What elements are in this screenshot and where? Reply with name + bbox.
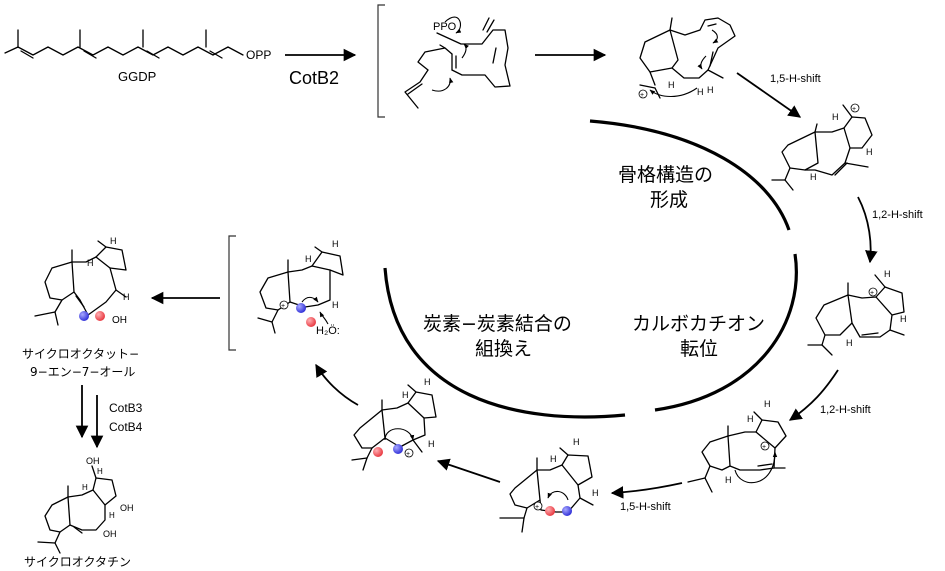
- water-attack-intermediate: H H H + H₂Ö:: [228, 235, 344, 351]
- h-label: H: [87, 258, 94, 268]
- plus-sign: +: [762, 444, 766, 451]
- h-label: H: [82, 483, 88, 492]
- carbocation-charge: [404, 448, 414, 458]
- h-label: H: [810, 172, 817, 182]
- oh-label: OH: [86, 456, 100, 466]
- product1-name-line2: 9−エン−7−オール: [30, 365, 135, 379]
- carbocation-charge: [279, 300, 289, 310]
- tricyclic-intermediate-b: H H H +: [807, 269, 907, 356]
- h-label: H: [573, 437, 580, 447]
- oh-label: OH: [103, 529, 117, 539]
- opp-label: OPP: [246, 48, 271, 62]
- h-label: H: [725, 475, 732, 485]
- blue-atom-marker: [296, 303, 306, 313]
- shift4-arrow: [610, 482, 683, 499]
- shift1-label: 1,5-H-shift: [770, 73, 821, 85]
- h-label: H: [332, 300, 339, 310]
- h-label: H: [550, 454, 557, 464]
- red-atom-marker: [373, 447, 383, 457]
- h-label: H: [123, 292, 130, 302]
- oh-label: OH: [120, 503, 134, 513]
- cotb2-label: CotB2: [289, 68, 339, 88]
- ppo-label: PPO: [433, 21, 457, 33]
- shift3-arrow: [788, 369, 839, 421]
- cotb3-label: CotB3: [109, 401, 143, 415]
- h-label: H: [592, 488, 599, 498]
- shift2-label: 1,2-H-shift: [872, 209, 923, 221]
- cycle-arc-left: [383, 267, 626, 419]
- product1-name-line1: サイクロオクタット−: [22, 347, 139, 361]
- phase-cc-line1: 炭素−炭素結合の: [423, 313, 572, 335]
- h-label: H: [707, 85, 714, 95]
- cyclooctatin-structure: OH OH OH H H H サイクロオクタチン: [24, 456, 134, 569]
- h-label: H: [884, 269, 891, 279]
- h-label: H: [97, 467, 103, 476]
- cycle-ellipse: [383, 119, 798, 419]
- oh-label: OH: [112, 315, 127, 326]
- water-label: H₂Ö:: [316, 325, 340, 337]
- h-label: H: [846, 338, 853, 348]
- carbocation-charge: [638, 89, 648, 99]
- tricyclic-intermediate-c: H H H +: [687, 399, 787, 493]
- red-atom-marker: [545, 506, 555, 516]
- tricyclic-intermediate-a: H H H +: [771, 103, 873, 191]
- left-bracket: [377, 4, 385, 118]
- h-label: H: [305, 254, 312, 264]
- phase-carbocation-line1: カルボカチオン: [632, 313, 765, 335]
- carbocation-charge: [533, 501, 543, 511]
- ggdp-structure: OPP GGDP: [4, 29, 271, 84]
- carbocation-charge: [868, 287, 878, 297]
- shift3-label: 1,2-H-shift: [820, 404, 871, 416]
- carbocation-charge: [760, 441, 770, 451]
- curly-arrow: [444, 16, 462, 34]
- cyclooctatenol-structure: H H H OH サイクロオクタット− 9−エン−7−オール: [22, 236, 139, 379]
- carbocation-charge: [850, 103, 860, 113]
- h-label: H: [402, 390, 409, 400]
- bicyclic-cation: H H H +: [638, 17, 736, 99]
- plus-sign: +: [852, 106, 856, 113]
- plus-sign: +: [640, 92, 644, 99]
- h-label: H: [424, 377, 431, 387]
- blue-atom-marker: [393, 444, 403, 454]
- plus-sign: +: [406, 451, 410, 458]
- phase-skeleton-line1: 骨格構造の: [618, 164, 713, 186]
- shift1-arrow: [736, 72, 802, 118]
- tricyclic-intermediate-e: H H H +: [351, 377, 437, 471]
- plus-sign: +: [870, 290, 874, 297]
- h-label: H: [332, 239, 339, 249]
- step-arrow: [315, 363, 359, 406]
- tricyclic-intermediate-d: H H H +: [499, 437, 599, 533]
- phase-carbocation-line2: 転位: [680, 338, 718, 360]
- ppo-intermediate: PPO: [377, 4, 511, 118]
- h-label: H: [900, 314, 907, 324]
- step-arrow: [436, 458, 501, 483]
- cycle-arc-right: [654, 253, 798, 412]
- h-label: H: [109, 511, 115, 520]
- phase-skeleton-line2: 形成: [650, 189, 688, 211]
- red-atom-marker: [95, 311, 105, 321]
- plus-sign: +: [281, 303, 285, 310]
- cotb4-label: CotB4: [109, 420, 143, 434]
- blue-atom-marker: [79, 311, 89, 321]
- h-label: H: [110, 236, 117, 246]
- cycle-arc-top: [589, 119, 791, 231]
- plus-sign: +: [535, 504, 539, 511]
- h-label: H: [697, 87, 704, 97]
- ggdp-label: GGDP: [118, 69, 156, 84]
- shift2-arrow: [857, 196, 878, 264]
- h-label: H: [428, 439, 435, 449]
- shift4-label: 1,5-H-shift: [620, 501, 671, 513]
- phase-cc-line2: 組換え: [475, 338, 532, 360]
- h-label: H: [832, 112, 839, 122]
- h-label: H: [668, 80, 675, 90]
- red-atom-marker: [306, 317, 316, 327]
- product2-name: サイクロオクタチン: [24, 555, 131, 569]
- h-label: H: [747, 414, 754, 424]
- h-label: H: [866, 147, 873, 157]
- blue-atom-marker: [562, 506, 572, 516]
- h-label: H: [764, 399, 771, 409]
- left-bracket: [228, 235, 236, 351]
